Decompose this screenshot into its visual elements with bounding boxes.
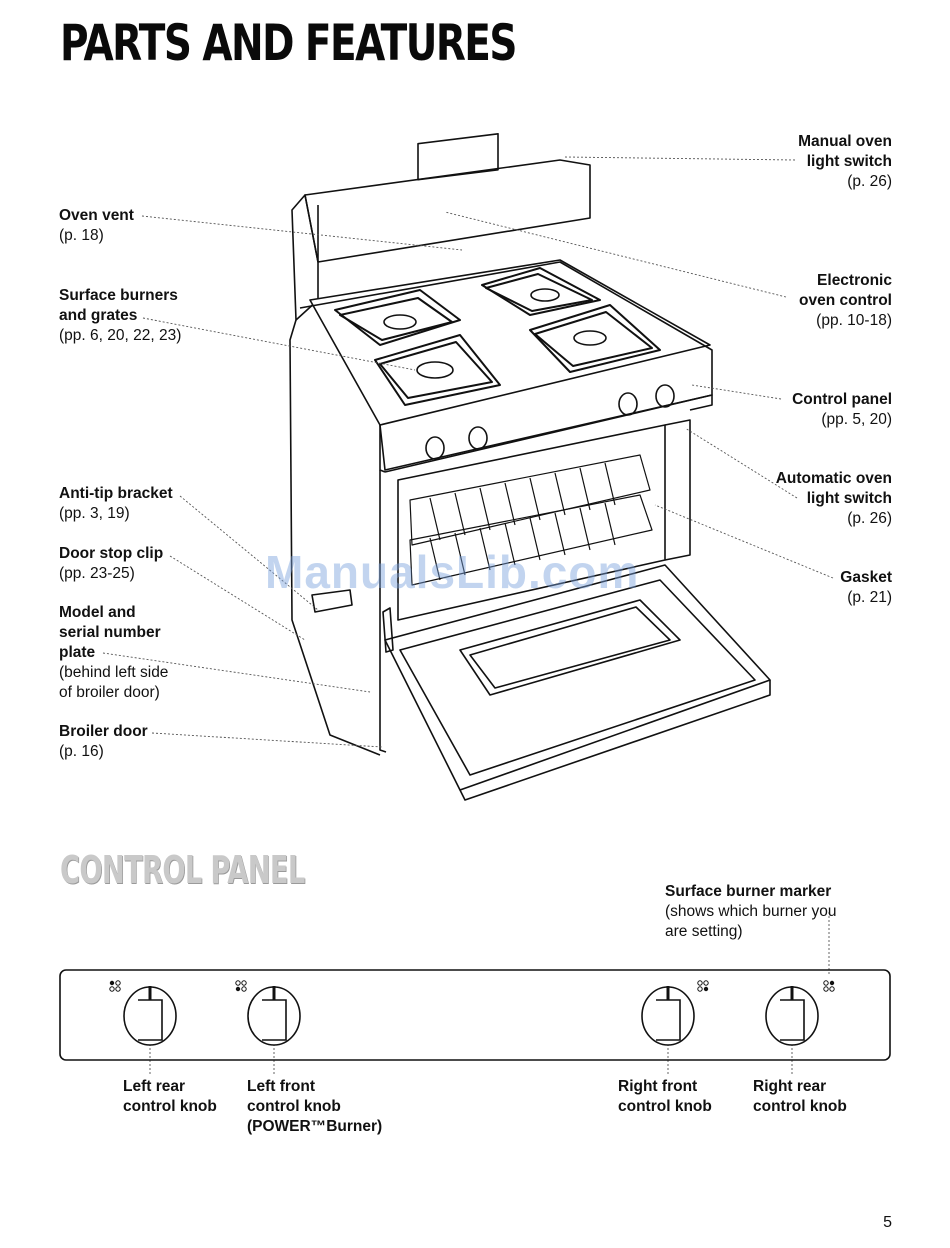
burner-marker-icons <box>109 980 835 992</box>
callout-door-stop-clip: Door stop clip(pp. 23-25) <box>59 545 164 582</box>
callout-surface-burners: Surface burners and grates(pp. 6, 20, 22… <box>59 287 182 344</box>
page-number: 5 <box>883 1214 892 1231</box>
callout-surface-burner-marker: Surface burner marker(shows which burner… <box>665 883 837 940</box>
page-title: PARTS AND FEATURES <box>60 14 517 72</box>
callout-broiler-door: Broiler door(p. 16) <box>59 723 148 760</box>
callout-automatic-oven-light-switch: Automatic oven light switch(p. 26) <box>775 470 892 527</box>
callout-control-panel: Control panel(pp. 5, 20) <box>792 391 892 428</box>
callout-gasket: Gasket(p. 21) <box>840 569 892 606</box>
control-panel-drawing <box>59 969 891 1061</box>
callout-manual-oven-light-switch: Manual oven light switch(p. 26) <box>798 133 892 190</box>
callout-model-serial-plate: Model and serial number plate(behind lef… <box>59 604 169 701</box>
watermark: ManualsLib.com <box>265 546 640 598</box>
callout-anti-tip-bracket: Anti-tip bracket(pp. 3, 19) <box>59 485 173 522</box>
callout-electronic-oven-control: Electronic oven control(pp. 10-18) <box>798 272 892 329</box>
section-title: CONTROL PANEL <box>60 848 305 892</box>
callout-oven-vent: Oven vent(p. 18) <box>59 207 134 244</box>
